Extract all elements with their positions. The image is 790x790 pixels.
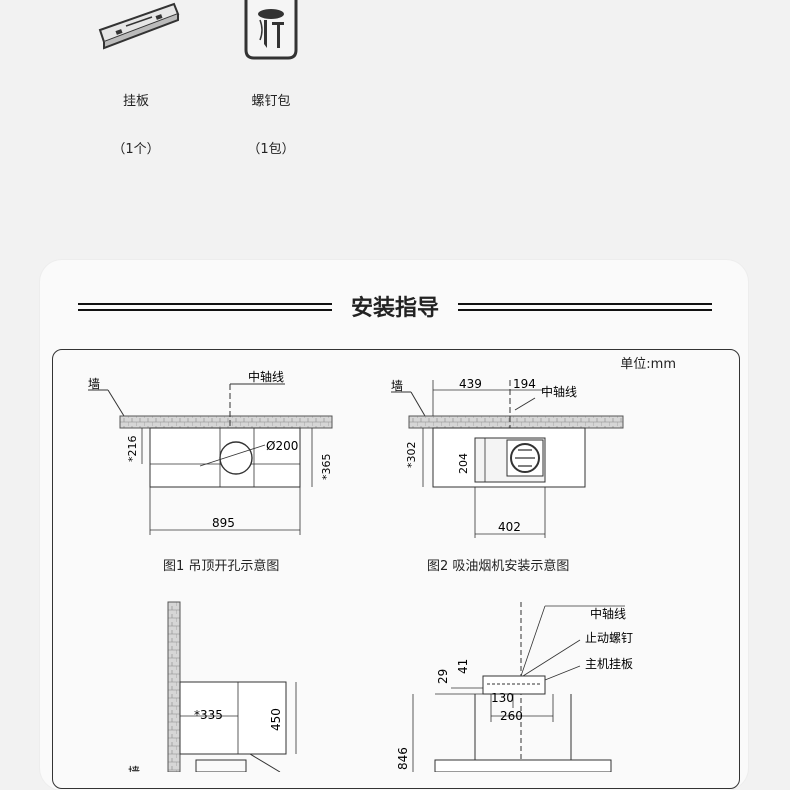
screw-pack-icon — [244, 0, 298, 60]
accessory-name-screws: 螺钉包 — [251, 94, 291, 109]
fig4-plate-label: 主机挂板 — [585, 657, 633, 671]
fig1-dia-label: Ø200 — [266, 439, 298, 453]
fig2-d302: *302 — [405, 442, 418, 469]
fig2-d402: 402 — [498, 520, 521, 534]
title-rule-left-top — [78, 303, 332, 305]
fig4-d41: 41 — [456, 659, 470, 674]
figure-2-hood-install: 墙 439 194 中轴线 *302 204 402 — [391, 377, 624, 538]
fig4-stopscrew-label: 止动螺钉 — [585, 631, 633, 645]
fig4-axis-label: 中轴线 — [590, 606, 626, 621]
figure-4-front-view: 中轴线 止动螺钉 主机挂板 29 41 130 260 846 — [396, 602, 633, 772]
title-rule-right-bottom — [458, 309, 712, 311]
title-rule-left-bottom — [78, 309, 332, 311]
fig2-d204: 204 — [457, 453, 470, 474]
figure-3-side-view: *335 450 墙 — [128, 601, 297, 772]
fig4-d29: 29 — [436, 669, 450, 684]
fig1-d895: 895 — [212, 516, 235, 530]
install-guide-card — [40, 260, 748, 790]
fig1-d365: *365 — [320, 454, 333, 481]
fig1-d216: *216 — [126, 436, 139, 463]
fig3-d335: *335 — [194, 708, 223, 722]
fig3-d450: 450 — [269, 708, 283, 731]
accessory-name-plate: 挂板 — [122, 94, 149, 109]
fig1-axis-label: 中轴线 — [248, 370, 284, 384]
fig4-d130: 130 — [491, 691, 514, 705]
fig2-axis-label: 中轴线 — [541, 384, 577, 399]
fig1-wall-label: 墙 — [88, 377, 100, 391]
fig4-d260: 260 — [500, 709, 523, 723]
accessory-qty-screws: （1包） — [247, 142, 295, 157]
fig4-d846: 846 — [396, 747, 410, 770]
fig2-d439: 439 — [459, 377, 482, 391]
title-rule-right-top — [458, 303, 712, 305]
fig2-caption: 图2 吸油烟机安装示意图 — [427, 559, 570, 574]
fig2-d194: 194 — [513, 377, 536, 391]
fig2-wall-label: 墙 — [391, 379, 403, 393]
unit-label: 单位:mm — [620, 357, 676, 372]
accessory-qty-plate: （1个） — [112, 142, 160, 157]
figure-1-ceiling-hole: 墙 中轴线 Ø200 *216 *365 895 — [88, 370, 333, 535]
fig1-caption: 图1 吊顶开孔示意图 — [163, 559, 280, 574]
fig3-wall-label: 墙 — [128, 765, 140, 772]
guide-title: 安装指导 — [0, 290, 790, 322]
hanging-plate-icon — [98, 2, 180, 50]
